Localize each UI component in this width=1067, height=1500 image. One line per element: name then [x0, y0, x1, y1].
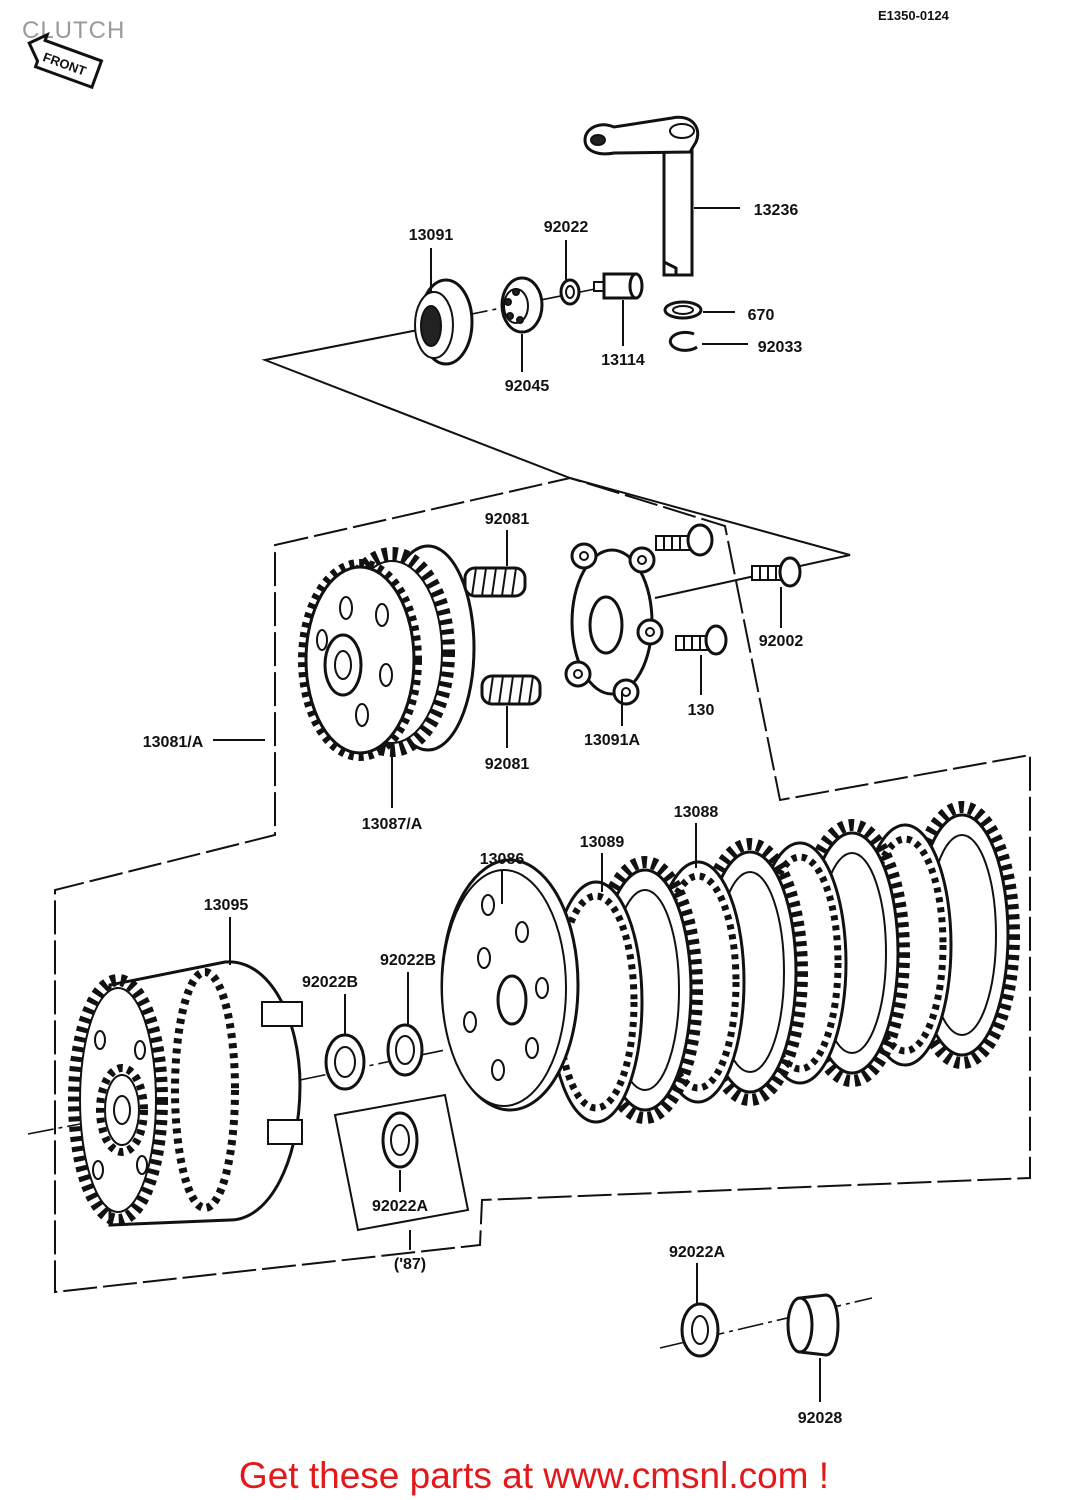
- shaft-washer: [663, 300, 703, 320]
- diagram-code: E1350-0124: [878, 8, 950, 23]
- part-label-92022: 92022: [544, 219, 589, 236]
- part-label-13091a: 13091A: [584, 732, 640, 749]
- part-label-92081-lower: 92081: [485, 756, 530, 773]
- thrust-washer-92022a: [680, 1302, 720, 1358]
- oil-seal: [414, 278, 474, 366]
- clutch-release-lever-shaft: [583, 115, 700, 277]
- lower-axis-line-left: [27, 1123, 81, 1135]
- part-label-13236: 13236: [754, 202, 799, 219]
- part-label-92022a: 92022A: [669, 1244, 725, 1261]
- thrust-washer-92022a-87: [381, 1111, 419, 1169]
- upper-axis-line: [461, 287, 601, 317]
- leader-lines: [213, 207, 821, 1402]
- part-label-92022a-box: 92022A: [372, 1198, 428, 1215]
- plate-bolt-130: [675, 624, 728, 656]
- thrust-washer-92022b-left: [324, 1033, 366, 1091]
- clutch-hub: [298, 544, 476, 761]
- part-label-92045: 92045: [505, 378, 550, 395]
- clutch-collar: [786, 1293, 840, 1357]
- small-washer: [559, 278, 581, 306]
- part-label-13091: 13091: [409, 227, 454, 244]
- part-label-13088: 13088: [674, 804, 719, 821]
- 87-variant-box: [333, 1093, 470, 1232]
- front-direction-sign: FRONT: [27, 31, 104, 90]
- clutch-spring-upper: [463, 566, 527, 598]
- pressure-plate: [440, 858, 580, 1112]
- part-label-13089: 13089: [580, 834, 625, 851]
- part-label-670: 670: [748, 307, 775, 324]
- part-label-13081a: 13081/A: [143, 734, 204, 751]
- thrust-washer-92022b-right: [386, 1023, 424, 1077]
- spring-plate: [564, 542, 664, 706]
- plate-bolt-92002: [751, 556, 802, 588]
- part-label-92022b-right: 92022B: [380, 952, 436, 969]
- assembly-outline: [54, 476, 1031, 1294]
- clutch-spring-lower: [480, 674, 542, 706]
- plate-bolt-upper: [655, 523, 714, 557]
- part-label-13086: 13086: [480, 851, 525, 868]
- release-bearing: [500, 276, 544, 334]
- release-assembly-outline: [261, 329, 851, 599]
- shaft-circlip: [668, 330, 698, 352]
- clutch-pusher: [593, 272, 644, 300]
- clutch-plate-stack: [548, 801, 1020, 1124]
- part-label-92022b-left: 92022B: [302, 974, 358, 991]
- promo-text: Get these parts at www.cmsnl.com !: [239, 1455, 829, 1496]
- part-label-92002: 92002: [759, 633, 804, 650]
- part-label-13087a: 13087/A: [362, 816, 423, 833]
- part-label-92033: 92033: [758, 339, 803, 356]
- part-label-13114: 13114: [601, 352, 645, 369]
- clutch-housing: [68, 960, 303, 1227]
- part-label-130: 130: [688, 702, 715, 719]
- part-label-13095: 13095: [204, 897, 249, 914]
- part-label-92081-upper: 92081: [485, 511, 530, 528]
- part-label-92028: 92028: [798, 1410, 843, 1427]
- variant-year-label: ('87): [394, 1256, 426, 1273]
